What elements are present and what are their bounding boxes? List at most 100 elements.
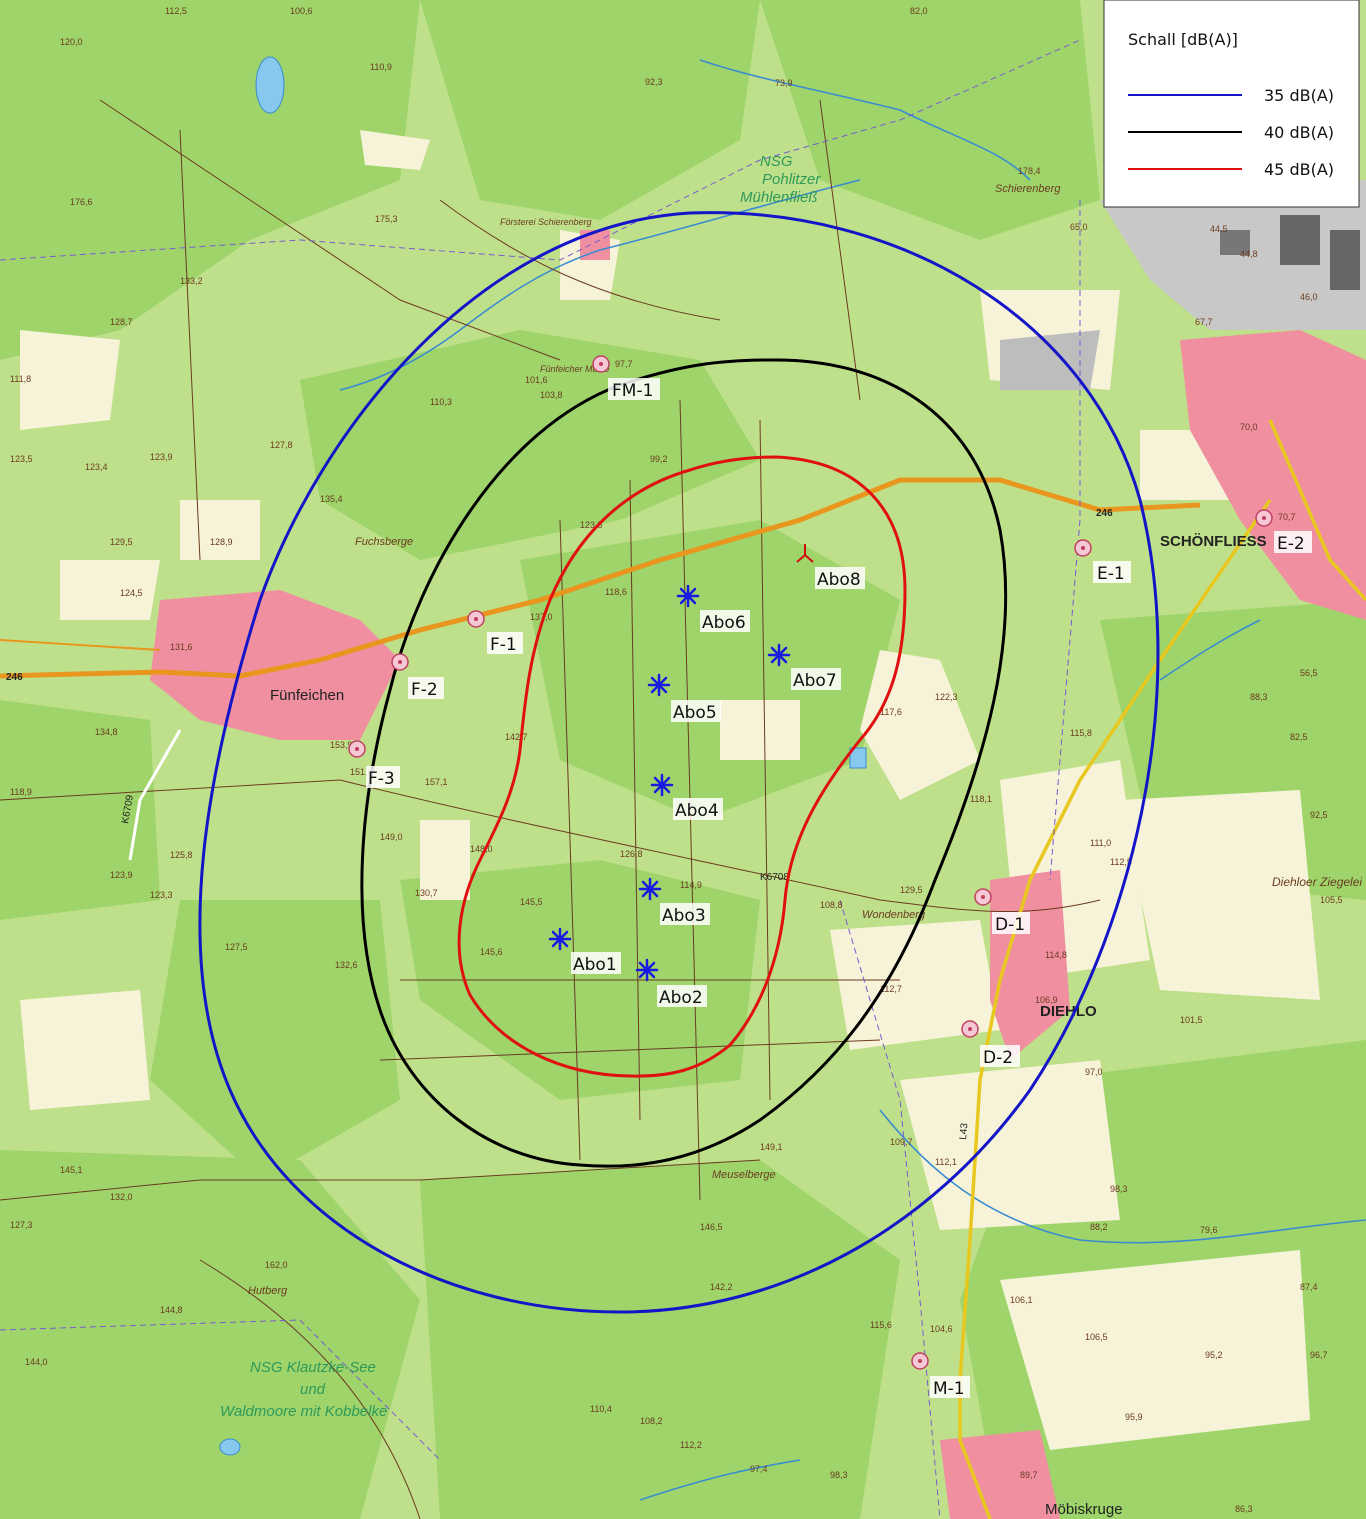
- svg-text:106,5: 106,5: [1085, 1332, 1108, 1342]
- receptor-label-fm1: FM-1: [612, 381, 653, 401]
- svg-text:146,5: 146,5: [700, 1222, 723, 1232]
- svg-text:73,9: 73,9: [775, 78, 793, 88]
- road-label-k6708: K6708: [760, 872, 789, 883]
- receptor-e1: E-1: [1074, 539, 1131, 584]
- place-hutberg: Hutberg: [248, 1285, 288, 1297]
- receptor-fm1: FM-1: [592, 355, 660, 401]
- receptor-label-d2: D-2: [983, 1048, 1013, 1068]
- streams: [339, 59, 1366, 1501]
- svg-text:97,0: 97,0: [1085, 1067, 1103, 1077]
- svg-text:104,6: 104,6: [930, 1324, 953, 1334]
- svg-text:120,0: 120,0: [60, 37, 83, 47]
- turbine-abo4-icon: [650, 773, 674, 797]
- svg-text:114,8: 114,8: [1045, 950, 1067, 960]
- svg-text:131,6: 131,6: [170, 642, 193, 652]
- receptor-d2: D-2: [961, 1020, 1020, 1068]
- svg-text:44,5: 44,5: [1210, 224, 1228, 234]
- svg-text:124,5: 124,5: [120, 588, 143, 598]
- svg-text:112,1: 112,1: [935, 1157, 957, 1167]
- svg-text:106,1: 106,1: [1010, 1295, 1033, 1305]
- turbine-label-abo3: Abo3: [662, 906, 706, 926]
- turbine-label-abo8: Abo8: [817, 570, 861, 590]
- place-diehloer-ziegelei: Diehloer Ziegelei: [1272, 875, 1362, 889]
- svg-text:123,5: 123,5: [10, 454, 33, 464]
- svg-text:117,6: 117,6: [880, 707, 902, 717]
- svg-text:103,8: 103,8: [540, 390, 563, 400]
- svg-text:105,5: 105,5: [1320, 895, 1343, 905]
- turbine-abo3-icon: [638, 877, 662, 901]
- svg-text:129,5: 129,5: [900, 885, 923, 895]
- svg-text:79,6: 79,6: [1200, 1225, 1218, 1235]
- svg-text:111,0: 111,0: [1090, 838, 1111, 848]
- svg-text:108,8: 108,8: [820, 900, 843, 910]
- svg-text:127,8: 127,8: [270, 440, 293, 450]
- turbine-abo2-icon: [635, 958, 659, 982]
- receptor-label-d1: D-1: [995, 915, 1025, 935]
- svg-text:97,4: 97,4: [750, 1464, 768, 1474]
- svg-text:46,0: 46,0: [1300, 292, 1318, 302]
- svg-text:98,3: 98,3: [830, 1470, 848, 1480]
- svg-text:144,0: 144,0: [25, 1357, 48, 1367]
- svg-text:176,6: 176,6: [70, 197, 93, 207]
- svg-text:70,7: 70,7: [1278, 512, 1296, 522]
- svg-text:95,9: 95,9: [1125, 1412, 1143, 1422]
- svg-text:82,0: 82,0: [910, 6, 928, 16]
- settlement-fuenfeichen: [150, 590, 400, 740]
- svg-text:70,0: 70,0: [1240, 422, 1258, 432]
- svg-text:101,6: 101,6: [525, 375, 548, 385]
- receptor-f1: F-1: [467, 610, 523, 655]
- road-246: [0, 477, 1201, 679]
- svg-text:110,4: 110,4: [590, 1404, 612, 1414]
- lake-north: [255, 56, 285, 114]
- road-label-l43: L43: [958, 1122, 970, 1140]
- turbine-abo8-icon: [796, 544, 814, 563]
- receptor-points: FM-1 F-1 F-2 F-3 E-1: [348, 355, 1312, 1399]
- svg-text:127,3: 127,3: [10, 1220, 33, 1230]
- svg-text:115,8: 115,8: [1070, 728, 1092, 738]
- settlement-moebiskruge: [940, 1430, 1060, 1519]
- svg-text:118,6: 118,6: [605, 587, 627, 597]
- svg-text:88,3: 88,3: [1250, 692, 1268, 702]
- svg-text:112,2: 112,2: [680, 1440, 702, 1450]
- svg-text:162,0: 162,0: [265, 1260, 288, 1270]
- svg-text:128,9: 128,9: [210, 537, 233, 547]
- svg-text:142,2: 142,2: [710, 1282, 733, 1292]
- road-kiefer: [0, 639, 161, 651]
- svg-text:89,7: 89,7: [1020, 1470, 1038, 1480]
- road-label-246-west: 246: [6, 672, 23, 683]
- place-diehlo: DIEHLO: [1040, 1003, 1097, 1020]
- svg-text:110,9: 110,9: [370, 62, 392, 72]
- svg-text:56,5: 56,5: [1300, 668, 1318, 678]
- road-k6709: [128, 729, 182, 861]
- svg-text:133,2: 133,2: [180, 276, 203, 286]
- svg-text:109,7: 109,7: [890, 1137, 913, 1147]
- svg-text:149,0: 149,0: [380, 832, 403, 842]
- svg-text:130,7: 130,7: [415, 888, 438, 898]
- svg-text:126,8: 126,8: [620, 849, 643, 859]
- svg-text:110,3: 110,3: [430, 397, 452, 407]
- svg-text:86,3: 86,3: [1235, 1504, 1253, 1514]
- turbine-label-abo7: Abo7: [793, 671, 837, 691]
- receptor-d1: D-1: [974, 888, 1030, 935]
- place-moebiskruge: Möbiskruge: [1045, 1501, 1123, 1518]
- turbine-labels: Abo1 Abo2 Abo3 Abo4 Abo5 Abo6 Abo7 Abo8: [571, 567, 865, 1008]
- svg-text:87,4: 87,4: [1300, 1282, 1318, 1292]
- svg-text:144,8: 144,8: [160, 1305, 183, 1315]
- road-label-246-east: 246: [1096, 508, 1113, 519]
- svg-text:153,9: 153,9: [330, 740, 353, 750]
- legend-box: [1103, 0, 1360, 208]
- svg-text:145,6: 145,6: [480, 947, 503, 957]
- spot-heights: 112,5 120,0 100,6 110,9 82,0 178,4 128,7…: [10, 6, 1343, 1514]
- road-label-k6709: K6709: [120, 794, 136, 825]
- place-labels: Fünfeichen SCHÖNFLIESS DIEHLO Möbiskruge…: [6, 153, 1362, 1518]
- svg-text:108,2: 108,2: [640, 1416, 663, 1426]
- turbine-label-abo1: Abo1: [573, 955, 617, 975]
- svg-text:111,8: 111,8: [10, 374, 31, 384]
- svg-text:92,5: 92,5: [1310, 810, 1328, 820]
- svg-text:88,2: 88,2: [1090, 1222, 1108, 1232]
- svg-text:115,6: 115,6: [870, 1320, 892, 1330]
- svg-text:118,1: 118,1: [970, 794, 992, 804]
- legend-label-45db: 45 dB(A): [1264, 160, 1334, 179]
- svg-text:123,4: 123,4: [85, 462, 108, 472]
